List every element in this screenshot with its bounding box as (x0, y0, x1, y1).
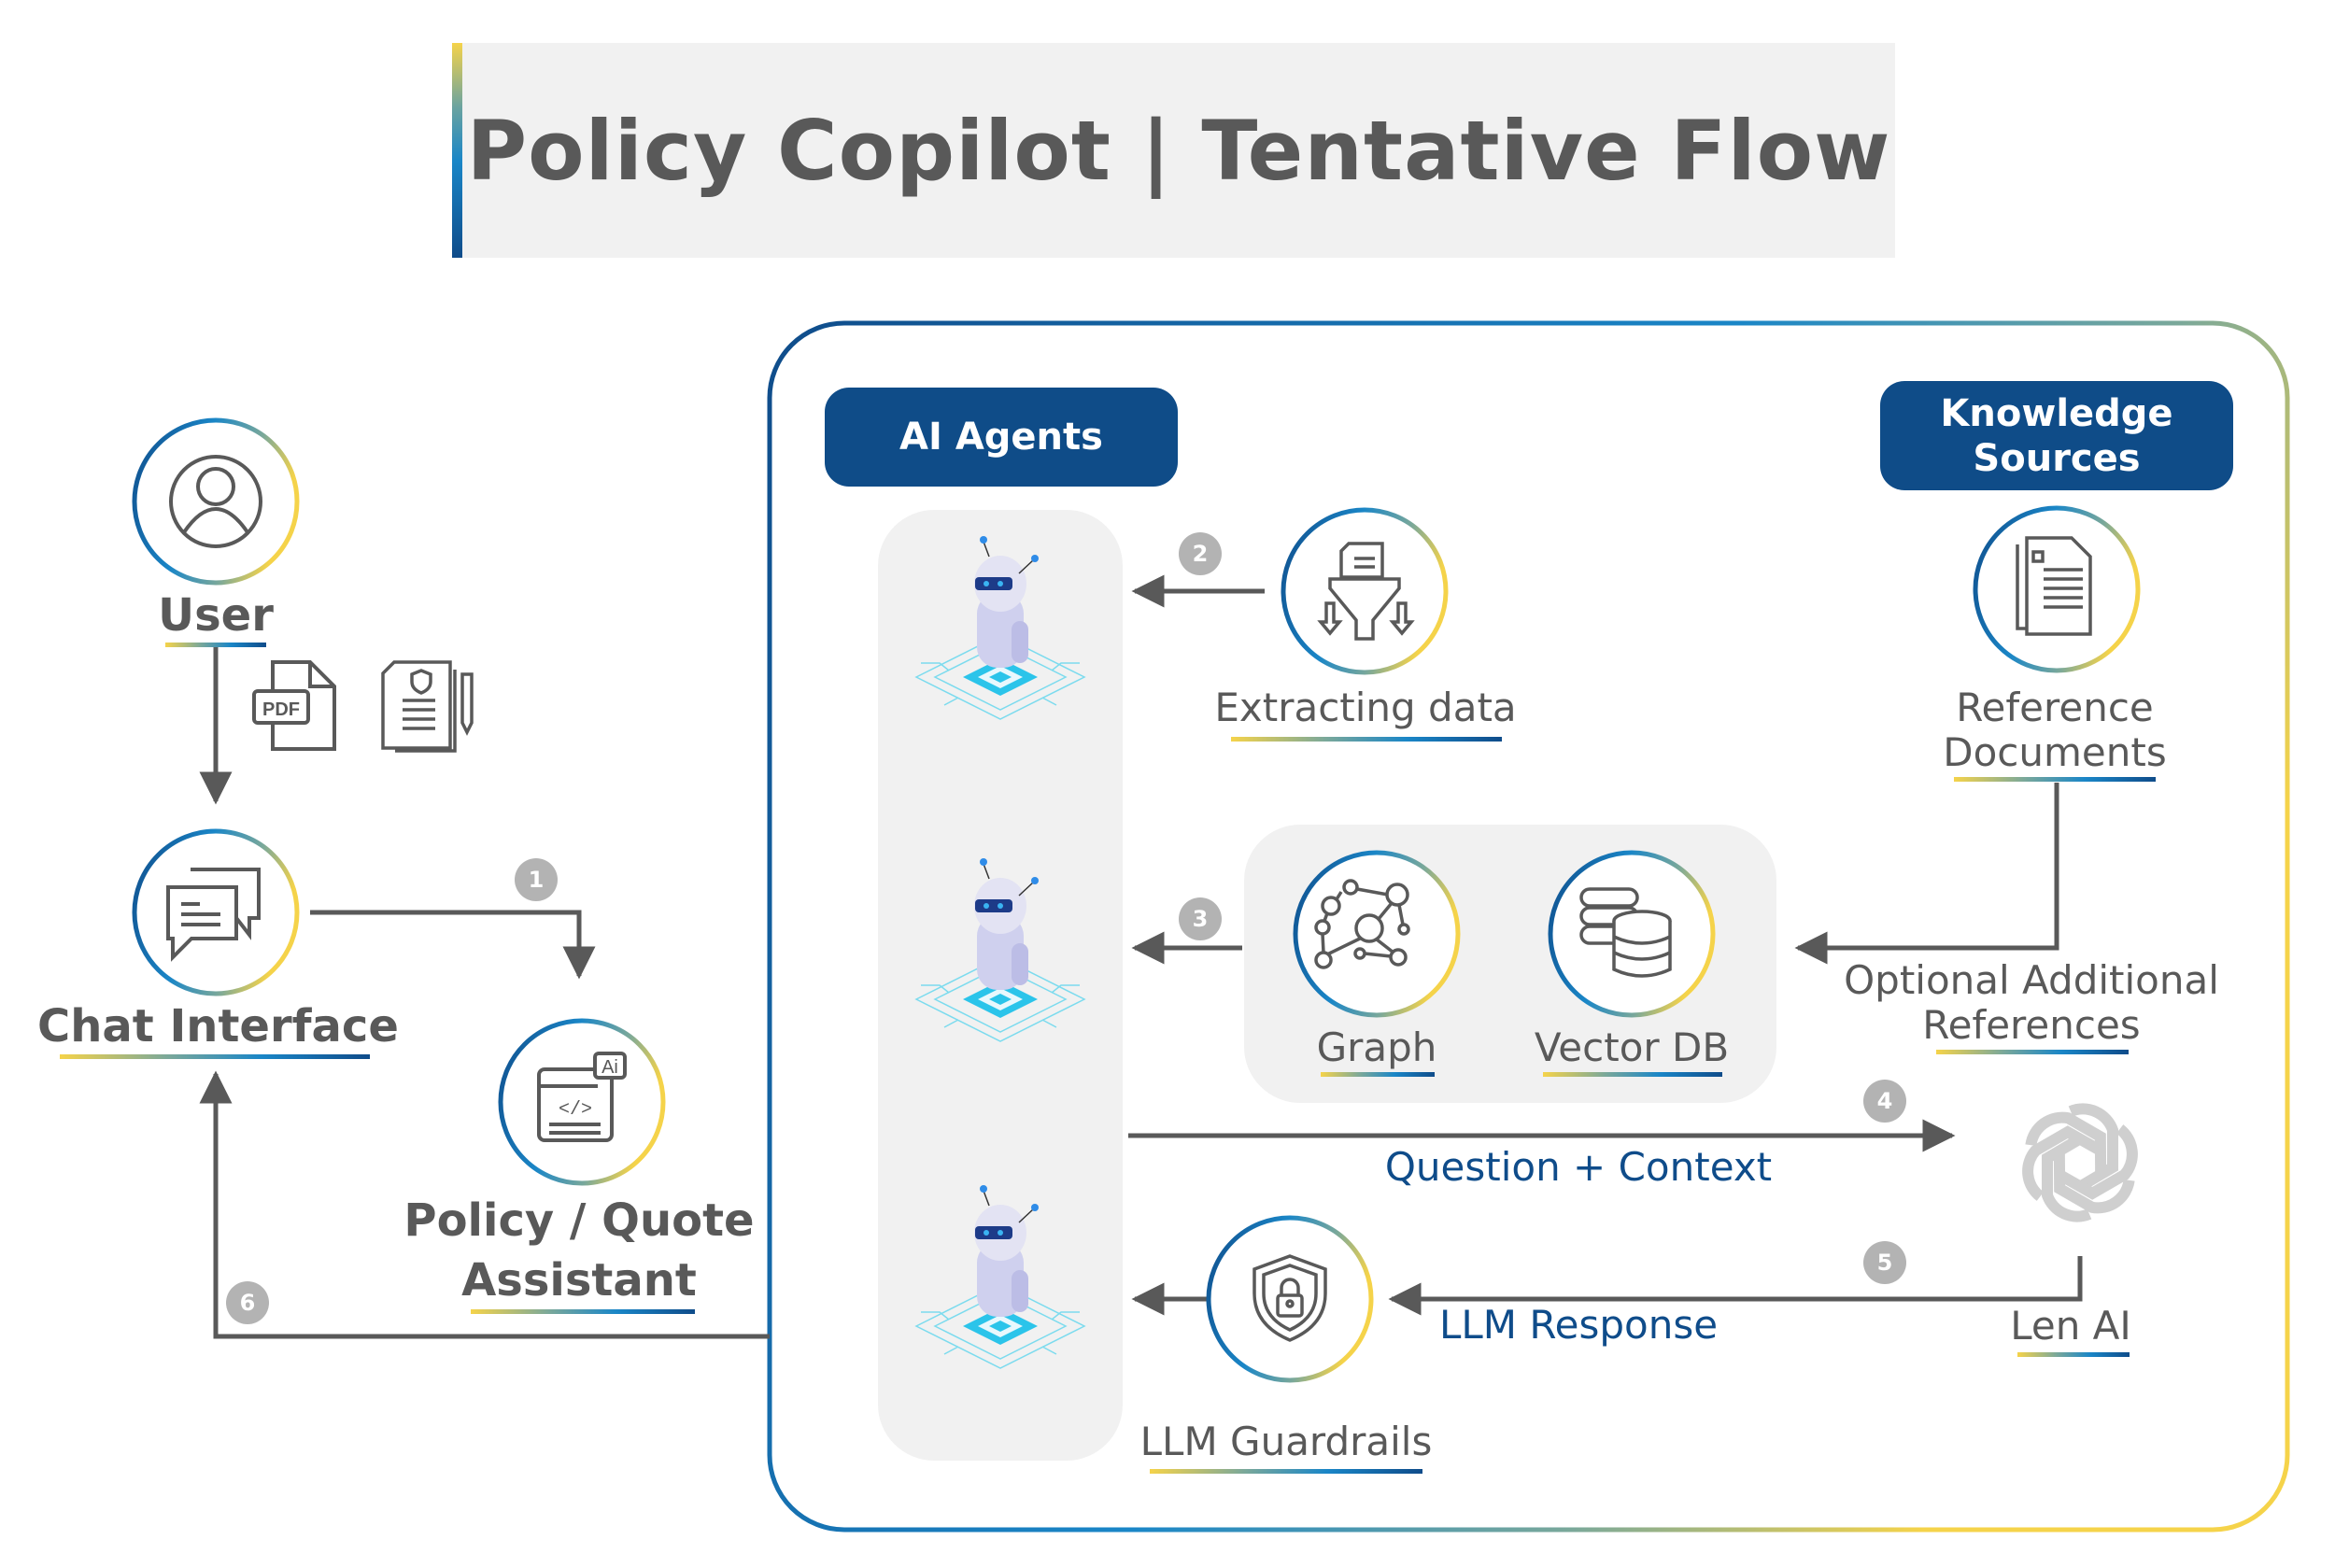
step-badge-3: 3 (1179, 897, 1222, 940)
guardrails-label: LLM Guardrails (1139, 1419, 1433, 1464)
optional-refs-label-line1: Optional Additional (1844, 957, 2219, 1003)
user-node[interactable] (132, 417, 300, 586)
llm-label: Len AI (2010, 1303, 2131, 1349)
title-accent-bar (452, 43, 462, 258)
pdf-file-icon: PDF (252, 660, 336, 751)
shield-lock-icon (1252, 1254, 1327, 1342)
chat-bubbles-icon (166, 868, 261, 962)
graph-node[interactable] (1293, 850, 1461, 1018)
vector-db-label: Vector DB (1534, 1024, 1730, 1070)
step-badge-1: 1 (515, 858, 558, 901)
optional-refs-label-line2: References (1922, 1002, 2141, 1048)
svg-text:Ai: Ai (601, 1057, 618, 1078)
vector-db-node[interactable] (1548, 850, 1716, 1018)
agents-container-frame (767, 320, 2290, 1533)
assistant-label-line2: Assistant (461, 1254, 697, 1307)
robot-agent-icon (914, 536, 1086, 720)
chat-interface-node[interactable] (132, 828, 300, 996)
step-badge-6: 6 (226, 1281, 269, 1324)
arrow-refs-to-kb (1794, 783, 2059, 965)
user-label: User (158, 589, 274, 642)
reference-docs-label-line1: Reference (1956, 685, 2154, 730)
guardrails-underline (1150, 1469, 1422, 1474)
arrow-step6-to-chat (199, 1070, 770, 1339)
extracting-data-node[interactable] (1281, 507, 1449, 675)
ai-code-window-icon: Ai </> (537, 1052, 627, 1142)
extracting-data-underline (1231, 737, 1502, 742)
step-badge-4: 4 (1863, 1080, 1906, 1123)
optional-refs-underline (1936, 1050, 2129, 1054)
reference-docs-label-line2: Documents (1943, 729, 2167, 775)
reference-docs-underline (1954, 777, 2156, 782)
database-server-icon (1579, 887, 1672, 978)
arrow-step1-chat-to-assistant (310, 910, 596, 980)
graph-underline (1321, 1072, 1435, 1077)
policy-document-icon (381, 660, 474, 753)
title-banner (452, 43, 1895, 258)
reference-documents-node[interactable] (1973, 505, 2141, 673)
user-icon (169, 455, 262, 548)
extracting-data-label: Extracting data (1214, 685, 1517, 730)
llm-guardrails-node[interactable] (1206, 1215, 1374, 1383)
robot-agent-icon (914, 858, 1086, 1042)
ai-agents-header: AI Agents (825, 388, 1178, 487)
assistant-label-line1: Policy / Quote (403, 1194, 755, 1247)
funnel-extract-icon (1317, 542, 1415, 641)
step-badge-5: 5 (1863, 1241, 1906, 1284)
assistant-underline (471, 1309, 695, 1314)
llm-response-label: LLM Response (1438, 1302, 1719, 1348)
openai-logo-icon (2022, 1103, 2138, 1222)
llm-underline (2017, 1352, 2130, 1357)
vector-db-underline (1543, 1072, 1722, 1077)
user-underline (165, 643, 266, 647)
chat-interface-underline (60, 1054, 370, 1059)
svg-text:PDF: PDF (262, 699, 300, 720)
llm-node[interactable] (2017, 1103, 2144, 1222)
documents-icon (2016, 536, 2092, 636)
page-title: Policy Copilot | Tentative Flow (466, 102, 1891, 199)
question-context-label: Question + Context (1384, 1144, 1773, 1190)
svg-text:</>: </> (559, 1099, 592, 1121)
policy-quote-assistant-node[interactable]: Ai </> (498, 1018, 666, 1186)
robot-agent-icon (914, 1185, 1086, 1369)
arrow-step5-llm-response (1388, 1256, 2083, 1316)
graph-label: Graph (1316, 1024, 1437, 1070)
chat-interface-label: Chat Interface (37, 1000, 399, 1052)
step-badge-2: 2 (1179, 532, 1222, 575)
graph-network-icon (1314, 879, 1410, 969)
